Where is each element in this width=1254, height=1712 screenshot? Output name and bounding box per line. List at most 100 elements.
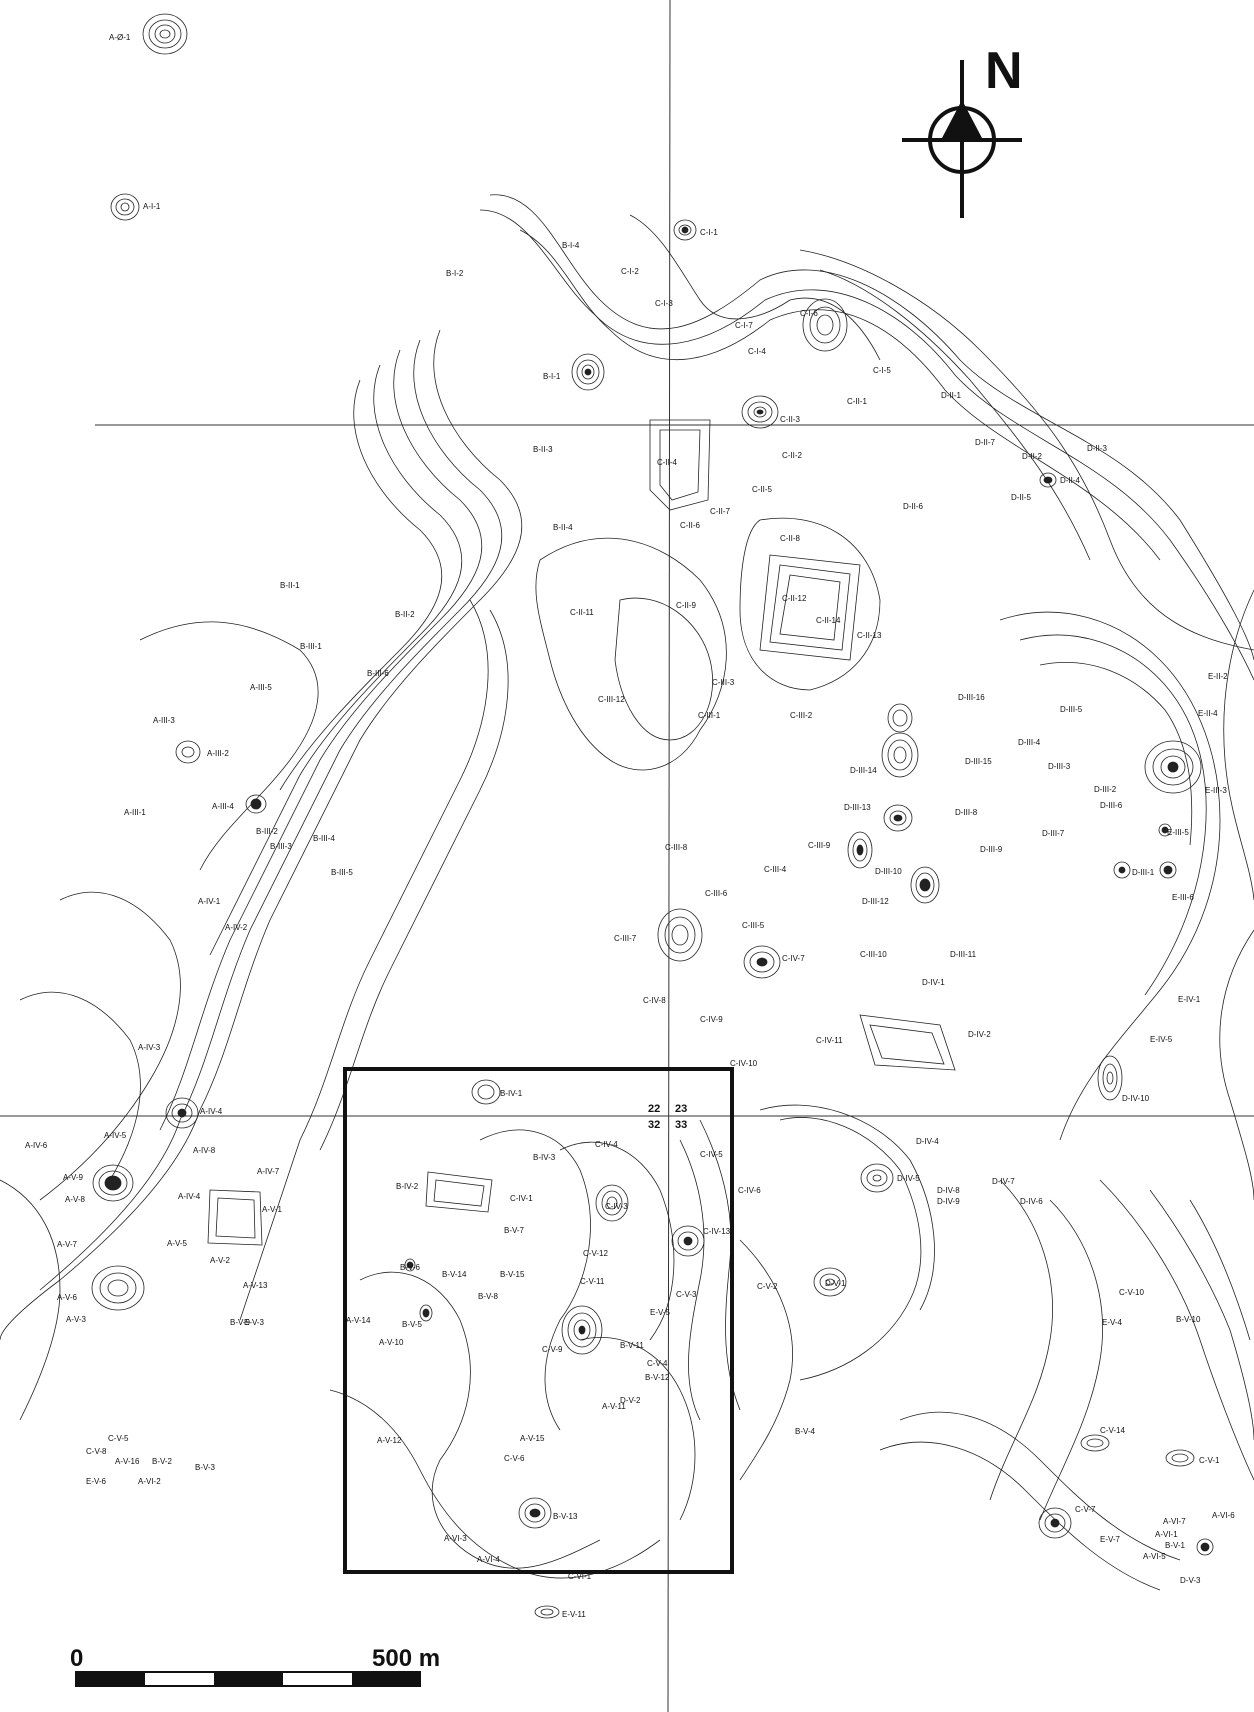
mound-label: C-II-7: [710, 507, 731, 516]
mound-label: A-IV-2: [225, 923, 248, 932]
mound-symbol: [142, 13, 188, 55]
mound-label: C-IV-9: [700, 1015, 723, 1024]
grid-numbers: 22 23 32 33: [648, 1103, 687, 1131]
mound-label: A-VI-6: [1212, 1511, 1235, 1520]
mound-symbol: [1039, 472, 1057, 488]
mound-label: C-V-6: [504, 1454, 525, 1463]
mound-label: B-II-3: [533, 445, 553, 454]
mound-label: C-I-4: [748, 347, 766, 356]
mound-label: C-II-3: [780, 415, 801, 424]
terrain-contours: [0, 194, 1254, 1591]
mound-label: B-I-4: [562, 241, 580, 250]
mound-symbol: [887, 703, 913, 733]
mound-label: D-III-12: [862, 897, 889, 906]
mound-label: E-III-5: [1167, 828, 1189, 837]
mound-label: D-III-16: [958, 693, 985, 702]
mound-label: D-II-1: [941, 391, 962, 400]
mound-symbol: [657, 908, 703, 962]
mound-label: A-V-9: [63, 1173, 84, 1182]
mound-label: E-V-5: [650, 1308, 671, 1317]
scale-end-label: 500 m: [372, 1645, 440, 1672]
mound-label: C-II-6: [680, 521, 701, 530]
mound-symbol: [1080, 1434, 1110, 1452]
mound-label: C-I-5: [873, 366, 891, 375]
mound-symbol: [1144, 740, 1202, 794]
mound-symbols: [91, 13, 1214, 1619]
mound-label: B-IV-2: [396, 1182, 419, 1191]
mound-label: C-II-2: [782, 451, 803, 460]
mound-symbol: [245, 794, 267, 814]
mound-symbol: [1097, 1055, 1123, 1101]
mound-label: C-III-9: [808, 841, 831, 850]
mound-label: C-II-14: [816, 616, 841, 625]
mound-symbol: [419, 1304, 433, 1322]
mound-label: C-II-4: [657, 458, 678, 467]
grid-number: 23: [675, 1103, 687, 1115]
mound-label: D-II-3: [1087, 444, 1108, 453]
mound-label: D-V-1: [825, 1279, 846, 1288]
mound-label: C-V-10: [1119, 1288, 1144, 1297]
mound-symbol: [518, 1497, 552, 1529]
grid-line-vertical: [667, 0, 671, 1712]
mound-label: A-I-1: [143, 202, 161, 211]
mound-label: C-IV-13: [703, 1227, 731, 1236]
mound-label: C-II-5: [752, 485, 773, 494]
mound-label: A-V-12: [377, 1436, 402, 1445]
mound-labels: A-Ø-1 A-I-1 B-I-1 B-I-2 B-I-4 C-I-1 C-I-…: [25, 33, 1235, 1619]
mound-symbol: [671, 1225, 705, 1257]
mound-label: A-Ø-1: [109, 33, 131, 42]
mound-label: C-V-14: [1100, 1426, 1125, 1435]
mound-label: A-III-3: [153, 716, 175, 725]
mound-label: C-I-7: [735, 321, 753, 330]
mound-label: D-III-1: [1132, 868, 1155, 877]
mound-symbol: [1165, 1449, 1195, 1467]
north-arrow-head-icon: [942, 100, 982, 138]
mound-label: A-VI-3: [444, 1534, 467, 1543]
mound-symbol: [561, 1305, 603, 1355]
mound-label: D-III-8: [955, 808, 978, 817]
mound-symbol: [471, 1079, 501, 1105]
mound-symbol: [860, 1163, 894, 1193]
mound-label: D-III-11: [950, 950, 977, 959]
scale-bar-segment: [352, 1672, 420, 1686]
mound-label: A-V-8: [65, 1195, 86, 1204]
mound-label: A-V-13: [243, 1281, 268, 1290]
mound-label: A-VI-7: [1163, 1517, 1186, 1526]
mound-label: A-VI-1: [1155, 1530, 1178, 1539]
mound-label: C-V-3: [676, 1290, 697, 1299]
mound-label: A-III-5: [250, 683, 272, 692]
mound-label: A-IV-4: [200, 1107, 223, 1116]
north-label: N: [985, 42, 1023, 100]
mound-label: C-I-1: [700, 228, 718, 237]
mound-label: A-IV-4: [178, 1192, 201, 1201]
mound-label: D-IV-2: [968, 1030, 991, 1039]
mound-label: A-III-2: [207, 749, 229, 758]
mound-label: C-II-8: [780, 534, 801, 543]
mound-symbol: [881, 732, 919, 778]
mound-label: C-IV-6: [738, 1186, 761, 1195]
mound-label: B-IV-3: [533, 1153, 556, 1162]
mound-label: C-III-12: [598, 695, 625, 704]
mound-label: B-III-6: [367, 669, 389, 678]
mound-symbol: [534, 1605, 560, 1619]
mound-label: D-III-14: [850, 766, 877, 775]
mound-symbol: [571, 353, 605, 391]
mound-label: E-V-6: [86, 1477, 107, 1486]
mound-label: D-IV-9: [937, 1197, 960, 1206]
mound-label: B-IV-1: [500, 1089, 523, 1098]
mound-label: E-V-4: [1102, 1318, 1123, 1327]
mound-label: C-IV-1: [510, 1194, 533, 1203]
mound-label: C-II-13: [857, 631, 882, 640]
mound-label: A-VI-4: [477, 1555, 500, 1564]
mound-label: A-IV-7: [257, 1167, 280, 1176]
mound-label: C-V-2: [757, 1282, 778, 1291]
mound-label: D-III-9: [980, 845, 1003, 854]
mound-label: A-V-10: [379, 1338, 404, 1347]
mound-label: A-VI-2: [138, 1477, 161, 1486]
mound-label: D-IV-10: [1122, 1094, 1150, 1103]
mound-label: D-III-10: [875, 867, 902, 876]
mound-label: E-IV-1: [1178, 995, 1201, 1004]
mound-label: B-V-10: [1176, 1315, 1201, 1324]
